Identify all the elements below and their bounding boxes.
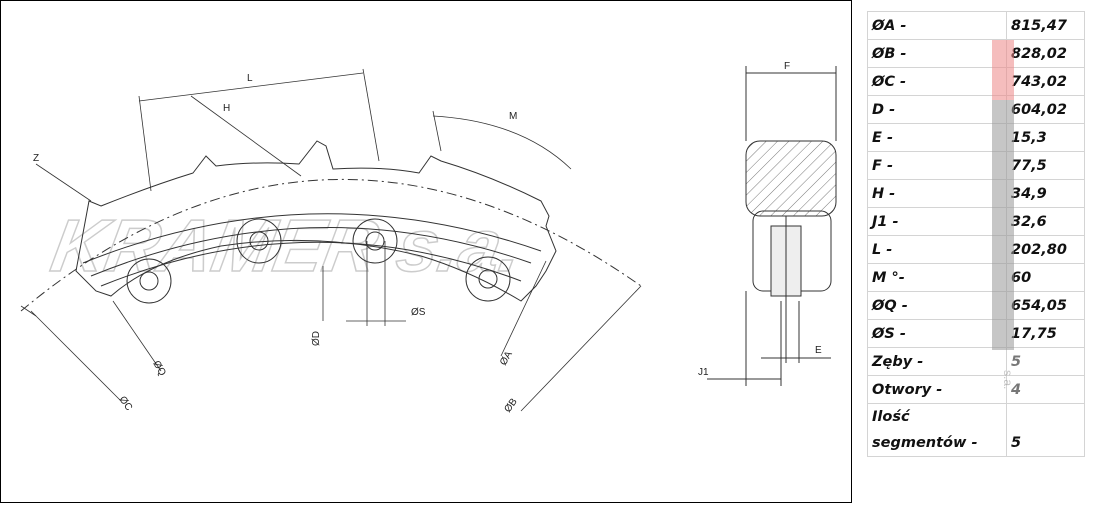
spec-value: 828,02 bbox=[1006, 39, 1085, 68]
bolt-hole bbox=[236, 218, 282, 264]
spec-key: M °- bbox=[867, 263, 1007, 292]
side-section-view bbox=[707, 66, 837, 386]
dim-label-E: E bbox=[815, 345, 822, 356]
spec-row: J1 -32,6 bbox=[867, 207, 1085, 236]
spec-row: M °-60 bbox=[867, 263, 1085, 292]
spec-row: ØC -743,02 bbox=[867, 67, 1085, 96]
dim-label-Z: Z bbox=[33, 153, 39, 164]
spec-row: E -15,3 bbox=[867, 123, 1085, 152]
dim-label-F: F bbox=[784, 61, 790, 72]
dim-label-S: ØS bbox=[411, 307, 426, 318]
spec-row: Zęby -5 bbox=[867, 347, 1085, 376]
dimension-lines bbox=[20, 68, 642, 412]
spec-key: D - bbox=[867, 95, 1007, 124]
spec-row: Ilość segmentów -5 bbox=[867, 403, 1085, 457]
technical-drawing: KRAMER s.a. bbox=[0, 0, 852, 503]
spec-key: E - bbox=[867, 123, 1007, 152]
spec-row: ØA -815,47 bbox=[867, 11, 1085, 40]
dim-label-B: ØB bbox=[502, 396, 519, 414]
watermark: KRAMER s.a. bbox=[46, 204, 529, 287]
spec-key: F - bbox=[867, 151, 1007, 180]
spec-row: F -77,5 bbox=[867, 151, 1085, 180]
dim-label-C: ØC bbox=[117, 394, 135, 413]
spec-value: 815,47 bbox=[1006, 11, 1085, 40]
sprocket-segment bbox=[75, 140, 557, 302]
dim-label-A: ØA bbox=[498, 349, 515, 367]
bolt-hole bbox=[352, 218, 398, 264]
dim-label-D: ØD bbox=[311, 331, 322, 346]
spec-row: ØS -17,75 bbox=[867, 319, 1085, 348]
spec-key: ØQ - bbox=[867, 291, 1007, 320]
spec-row: Otwory -4 bbox=[867, 375, 1085, 404]
bolt-hole bbox=[465, 256, 511, 302]
spec-row: H -34,9 bbox=[867, 179, 1085, 208]
spec-value: 77,5 bbox=[1006, 151, 1085, 180]
spec-value: 743,02 bbox=[1006, 67, 1085, 96]
spec-value: 5 bbox=[1006, 403, 1085, 457]
spec-key: H - bbox=[867, 179, 1007, 208]
spec-key: L - bbox=[867, 235, 1007, 264]
sprocket-segment-drawing: KRAMER s.a. bbox=[20, 61, 837, 415]
dim-label-J1: J1 bbox=[698, 367, 709, 378]
spec-key: J1 - bbox=[867, 207, 1007, 236]
spec-key: ØB - bbox=[867, 39, 1007, 68]
spec-key: Ilość segmentów - bbox=[867, 403, 1007, 457]
spec-row: ØQ -654,05 bbox=[867, 291, 1085, 320]
dim-label-M: M bbox=[509, 111, 517, 122]
spec-value: 5 bbox=[1006, 347, 1085, 376]
bolt-hole bbox=[126, 258, 172, 304]
spec-value: 60 bbox=[1006, 263, 1085, 292]
spec-key: Zęby - bbox=[867, 347, 1007, 376]
spec-row: D -604,02 bbox=[867, 95, 1085, 124]
bolt-holes bbox=[126, 218, 511, 304]
spec-key: Otwory - bbox=[867, 375, 1007, 404]
dim-label-L: L bbox=[247, 73, 253, 84]
spec-key: ØA - bbox=[867, 11, 1007, 40]
spec-row: L -202,80 bbox=[867, 235, 1085, 264]
spec-key: ØC - bbox=[867, 67, 1007, 96]
spec-value: 32,6 bbox=[1006, 207, 1085, 236]
spec-value: 17,75 bbox=[1006, 319, 1085, 348]
spec-value: 4 bbox=[1006, 375, 1085, 404]
spec-row: ØB -828,02 bbox=[867, 39, 1085, 68]
spec-value: 15,3 bbox=[1006, 123, 1085, 152]
spec-value: 604,02 bbox=[1006, 95, 1085, 124]
spec-value: 654,05 bbox=[1006, 291, 1085, 320]
spec-value: 34,9 bbox=[1006, 179, 1085, 208]
spec-key: ØS - bbox=[867, 319, 1007, 348]
spec-value: 202,80 bbox=[1006, 235, 1085, 264]
outer-dashed-arc bbox=[20, 178, 642, 312]
dim-label-Q: ØQ bbox=[150, 359, 167, 378]
dim-label-H: H bbox=[223, 103, 230, 114]
